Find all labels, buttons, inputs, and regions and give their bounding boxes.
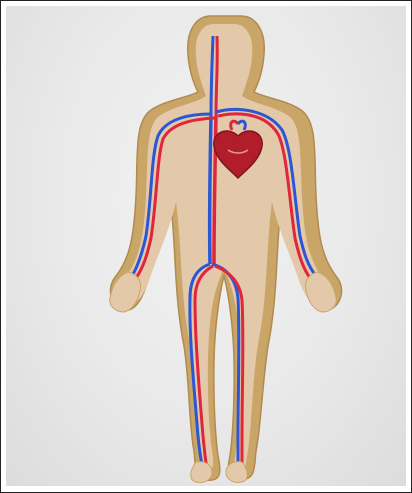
photo-background bbox=[6, 6, 406, 486]
left-foot bbox=[191, 462, 212, 483]
right-foot bbox=[226, 462, 247, 483]
circulatory-system-illustration bbox=[6, 6, 406, 486]
body-inner bbox=[124, 24, 325, 470]
carotid-artery bbox=[216, 36, 217, 116]
vena-cava bbox=[210, 116, 211, 264]
